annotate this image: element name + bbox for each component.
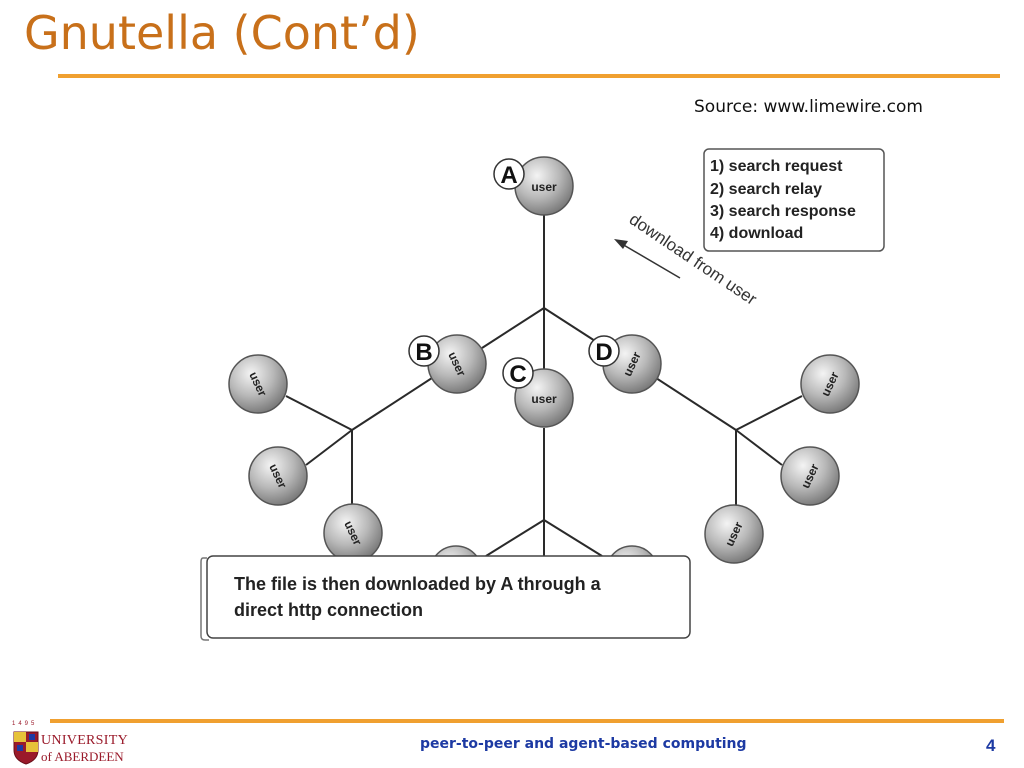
- logo-aberdeen: of ABERDEEN: [41, 749, 124, 764]
- user-node: user: [780, 446, 840, 506]
- peer-badge-b: B: [408, 335, 440, 367]
- user-node-b: user: [427, 334, 487, 394]
- page-number: 4: [986, 736, 996, 755]
- callout-box: The file is then downloaded by A through…: [200, 555, 691, 641]
- logo-year: 1495: [12, 721, 38, 727]
- footer-divider: [50, 719, 1004, 723]
- user-node: user: [228, 354, 288, 414]
- network-links: [285, 214, 803, 560]
- svg-text:B: B: [415, 339, 432, 366]
- legend-item: 4) download: [710, 225, 803, 242]
- logo-university: UNIVERSITY: [41, 733, 128, 748]
- user-node: user: [800, 354, 860, 414]
- footer-course-title: peer-to-peer and agent-based computing: [420, 736, 747, 752]
- svg-text:C: C: [509, 361, 526, 388]
- university-crest-icon: [13, 731, 39, 765]
- user-node: user: [323, 503, 383, 563]
- user-node-a: user: [514, 156, 574, 216]
- peer-badge-a: A: [493, 158, 525, 190]
- svg-text:D: D: [595, 339, 612, 366]
- legend-item: 3) search response: [710, 203, 856, 220]
- title-divider: [58, 74, 1000, 78]
- node-label: user: [531, 180, 557, 194]
- download-arrow-icon: [614, 239, 681, 279]
- node-label: user: [531, 392, 557, 406]
- peer-badge-c: C: [502, 357, 534, 389]
- user-node: user: [248, 446, 308, 506]
- svg-text:A: A: [500, 162, 517, 189]
- legend-item: 1) search request: [710, 158, 843, 175]
- callout-line: direct http connection: [234, 600, 423, 620]
- legend-item: 2) search relay: [710, 181, 822, 198]
- legend-box: 1) search request 2) search relay 3) sea…: [703, 148, 885, 252]
- callout-line: The file is then downloaded by A through…: [234, 574, 602, 594]
- peer-badge-d: D: [588, 335, 620, 367]
- user-node: user: [704, 504, 764, 564]
- slide-title: Gnutella (Cont’d): [24, 6, 420, 60]
- source-citation: Source: www.limewire.com: [694, 97, 923, 117]
